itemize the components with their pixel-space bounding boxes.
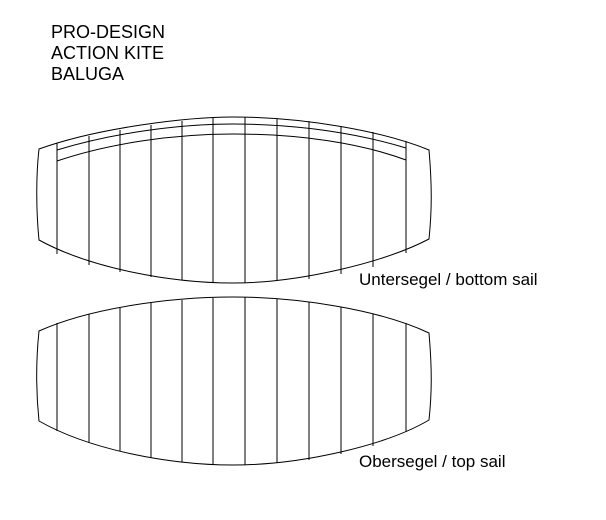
diagram-title: PRO-DESIGN ACTION KITE BALUGA bbox=[51, 22, 165, 85]
title-product: ACTION KITE bbox=[51, 43, 165, 63]
bottom-sail-outline bbox=[36, 116, 432, 284]
bottom-sail-inner-curve-1 bbox=[56, 123, 407, 151]
title-model: BALUGA bbox=[51, 64, 125, 84]
top-sail-outline bbox=[36, 296, 432, 466]
bottom-sail-label: Untersegel / bottom sail bbox=[359, 270, 538, 289]
bottom-sail-ribs bbox=[56, 117, 407, 283]
top-sail-label: Obersegel / top sail bbox=[359, 452, 506, 471]
bottom-sail-drawing bbox=[36, 116, 432, 284]
title-brand: PRO-DESIGN bbox=[51, 22, 166, 42]
top-sail-drawing bbox=[36, 296, 432, 466]
bottom-sail-inner-curve-2 bbox=[56, 133, 407, 162]
top-sail-ribs bbox=[56, 297, 407, 465]
